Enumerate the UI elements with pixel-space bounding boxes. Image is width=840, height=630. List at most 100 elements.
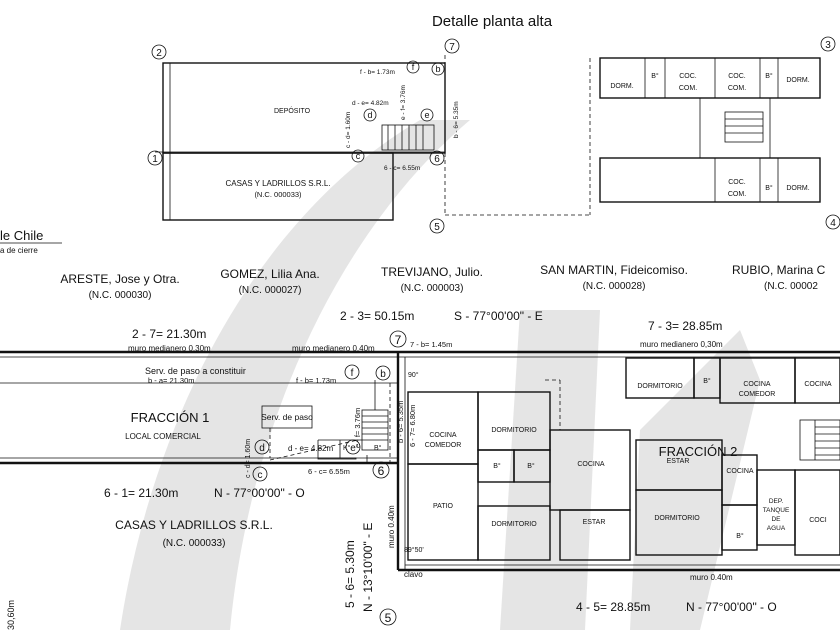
dim-2-3: 2 - 3= 50.15m [340,309,414,323]
bearing-top: S - 77°00'00" - E [454,309,543,323]
marker-f-upper: f [412,62,415,72]
marker-c: c [258,470,263,481]
neighbor-name-5: RUBIO, Marina C [732,263,826,277]
dim-6-1: 6 - 1= 21.30m [104,486,178,500]
upper-owner: CASAS Y LADRILLOS S.R.L. [225,179,330,188]
room-b-2: B° [527,462,535,470]
dim-6-7: 6 - 7= 6.80m [408,405,417,447]
room-cocina-2: COCINA [726,468,754,475]
room-com-1: COM. [679,85,697,92]
serv-paso-label: Serv. de paso [261,412,313,422]
marker-e: e [350,443,356,454]
room-b-3: B° [736,532,744,540]
room-dormitorio-1: DORMITORIO [491,427,537,434]
marker-e-upper: e [424,110,429,120]
room-cocina-comedor-a: COCINA [429,432,457,439]
dim-left-edge: 30,60m [6,600,16,630]
room-estar-1: ESTAR [583,519,606,526]
room-coc-3: COC. [728,179,746,186]
neighbor-nc-4: (N.C. 000028) [583,281,646,292]
upper-markers: 2 1 7 6 5 3 4 b f e d c [147,36,840,234]
fraccion-1-owner: CASAS Y LADRILLOS S.R.L. [115,518,273,532]
street-name: le Chile [0,228,43,243]
clavo-bottom: clavo [404,570,423,579]
marker-2-upper: 2 [156,48,162,59]
neighbor-nc-5: (N.C. 00002 [764,281,818,292]
room-cocina-top-right: COCINA [804,381,832,388]
room-b-top: B° [703,377,711,385]
fraccion-1-title: FRACCIÓN 1 [131,410,210,425]
marker-7: 7 [395,333,402,347]
marker-d: d [259,443,265,454]
marker-1-upper: 1 [152,154,158,165]
marker-f: f [351,368,354,379]
street-note: a de cierre [0,246,38,255]
dim-4-5: 4 - 5= 28.85m [576,600,650,614]
room-coc-1: COC. [679,73,697,80]
muro-040-bottom: muro 0.40m [690,573,733,582]
dim-e-f: e - f= 3.76m [353,408,362,448]
dim-6-c: 6 - c= 6.55m [308,467,350,476]
dim-7-b: 7 - b= 1.45m [410,340,452,349]
serv-paso-constituir: Serv. de paso a constituir [145,366,246,376]
dim-b-a: b - a= 21.30m [148,376,195,385]
bearing-4-5: N - 77°00'00" - O [686,600,777,614]
fraccion-1: FRACCIÓN 1 LOCAL COMERCIAL Serv. de paso… [115,410,381,549]
dim-d-e: d - e= 4.82m [288,444,333,453]
upper-detail-left: DEPÓSITO CASAS Y LADRILLOS S.R.L. (N.C. … [155,55,590,221]
room-b-3: B° [765,184,773,192]
dim-c-d: c - d= 1.60m [245,439,252,478]
upper-dim-ef: e - f= 3.76m [400,85,407,120]
room-estar-2: ESTAR [667,458,690,465]
fraccion-2: FRACCIÓN 2 COCINA COMEDOR DORMITORIO PAT… [425,377,832,540]
upper-detail-right: DORM. B° COC. COM. COC. COM. B° DORM. CO… [589,57,821,215]
angle-5: 89°50' [404,546,424,554]
upper-dim-de: d - e= 4.82m [352,100,389,107]
room-dormitorio-3: DORMITORIO [654,515,700,522]
deposito-label: DEPÓSITO [274,106,311,115]
room-cocina-1: COCINA [577,461,605,468]
room-dorm-3: DORM. [786,185,809,192]
upper-dim-fb: f - b= 1.73m [360,69,395,76]
marker-6-upper: 6 [434,154,440,165]
main-dimensions: 2 - 7= 21.30m 2 - 3= 50.15m S - 77°00'00… [6,309,777,630]
fraccion-1-owner-nc: (N.C. 000033) [163,538,226,549]
dim-5-6: 5 - 6= 5.30m [343,540,357,608]
neighbor-nc-2: (N.C. 000027) [239,285,302,296]
marker-d-upper: d [367,110,372,120]
marker-3-upper: 3 [825,40,831,51]
room-b-1: B° [493,462,501,470]
fraccion-2-rooms [407,357,840,561]
neighbor-name-4: SAN MARTIN, Fideicomiso. [540,263,688,277]
neighbor-nc-3: (N.C. 000003) [401,283,464,294]
main-markers: 7 b f e d c 6 5 [252,330,407,626]
muro-040: muro medianero 0,40m [292,344,375,353]
room-dormitorio-top: DORMITORIO [637,383,683,390]
room-com-3: COM. [728,191,746,198]
muro-030-left: muro medianero 0,30m [128,344,211,353]
muro-030-right: muro medianero 0,30m [640,340,723,349]
muro-040-v: muro 0.40m [387,505,396,548]
marker-b: b [380,369,386,380]
room-cocina-comedor-b: COMEDOR [425,442,462,449]
bearing-vertical: N - 13°10'00" - E [361,523,375,612]
dim-7-3: 7 - 3= 28.85m [648,319,722,333]
upper-dim-6c: 6 - c= 6.55m [384,165,420,172]
room-dormitorio-2: DORMITORIO [491,521,537,528]
room-k: K° [343,444,351,452]
marker-7-upper: 7 [449,42,455,53]
marker-5-upper: 5 [434,222,440,233]
upper-dim-cd: c - d= 1.60m [345,112,352,148]
room-cocina-top: COCINA [743,381,771,388]
neighbor-name-2: GOMEZ, Lilia Ana. [220,267,319,281]
upper-dim-b6: b - 6= 5.35m [453,101,460,138]
marker-4-upper: 4 [830,218,836,229]
room-dorm-1: DORM. [610,83,633,90]
room-coc-2: COC. [728,73,746,80]
angle-7: 90° [408,371,419,379]
dim-b-6: b - 6= 5.35m [396,401,405,443]
room-dep: DEP. [769,498,784,505]
fraccion-1-subtitle: LOCAL COMERCIAL [125,432,201,441]
marker-6: 6 [378,464,385,478]
